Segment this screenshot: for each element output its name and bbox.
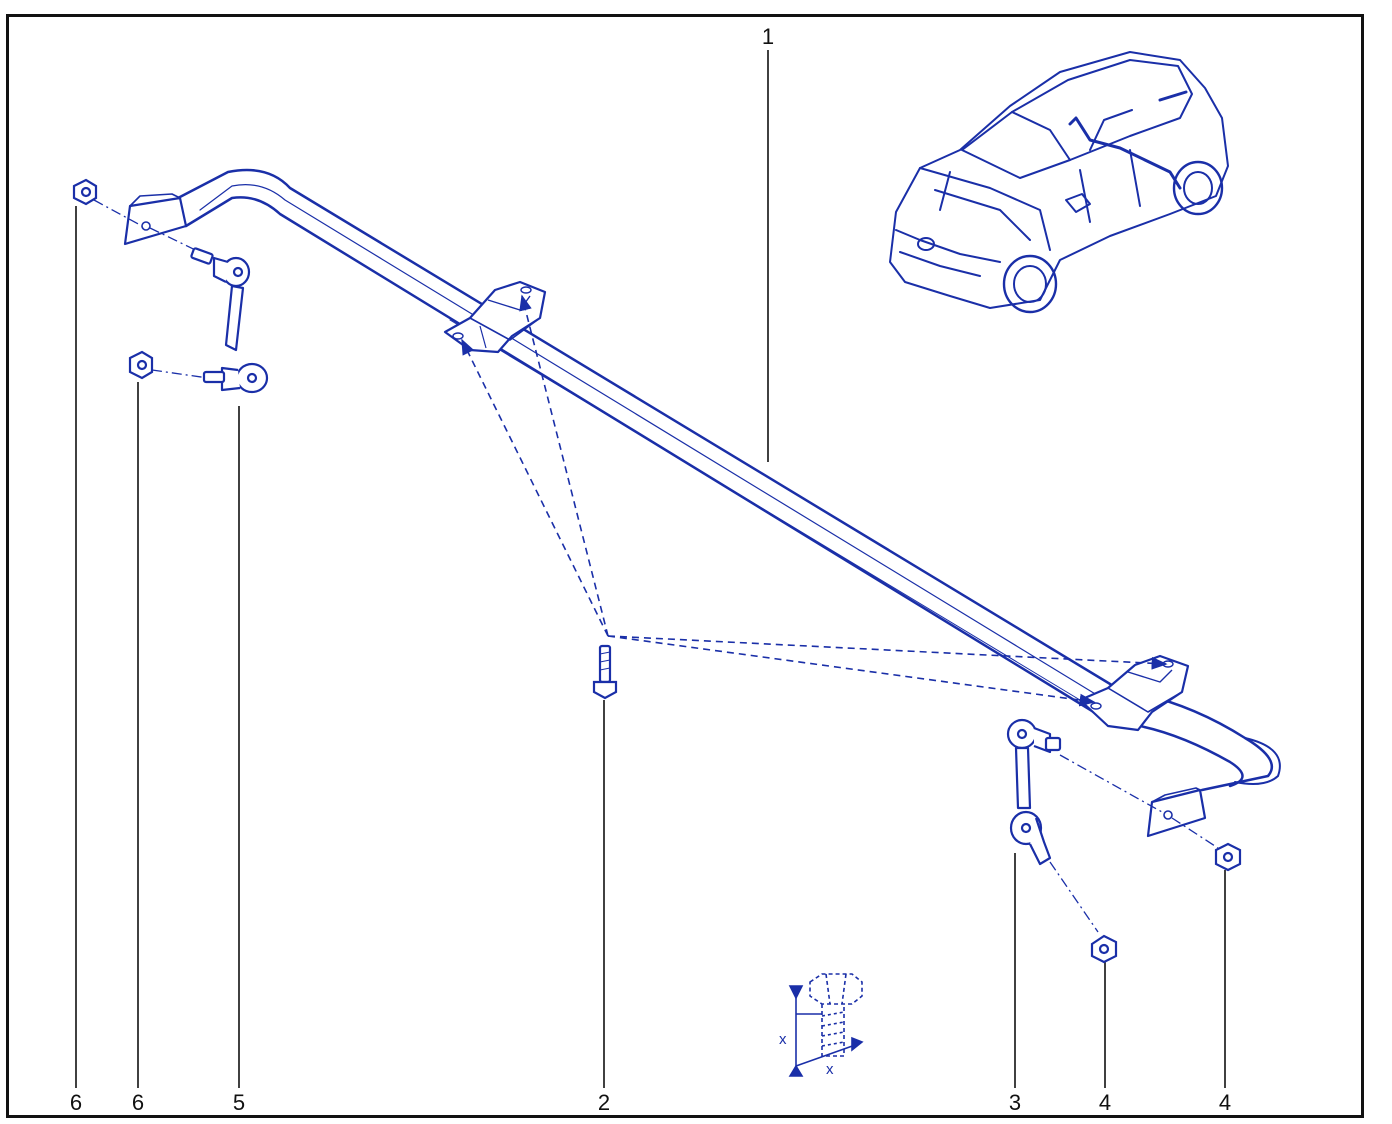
bolt-assembly-lines <box>461 294 1168 707</box>
left-link-rod <box>190 247 269 394</box>
car-location-view <box>889 51 1229 314</box>
bolt-dimension-detail <box>788 973 864 1077</box>
callout-3: 3 <box>1008 1090 1022 1115</box>
dimension-x-horizontal: x <box>826 1061 834 1078</box>
leader-lines <box>75 50 1226 1088</box>
dimension-x-vertical: x <box>779 1031 787 1048</box>
stabilizer-bar <box>123 168 1281 838</box>
right-link-rod <box>1006 718 1062 866</box>
callout-4-left: 4 <box>1098 1090 1112 1115</box>
left-nuts <box>72 178 154 380</box>
diagram-frame <box>6 14 1364 1118</box>
callout-6-right: 6 <box>131 1090 145 1115</box>
callout-2: 2 <box>597 1090 611 1115</box>
nut-6-lower <box>128 350 154 380</box>
callout-5: 5 <box>232 1090 246 1115</box>
callout-6-left: 6 <box>69 1090 83 1115</box>
callout-1: 1 <box>761 24 775 49</box>
right-bushing-clamp <box>1078 654 1190 732</box>
nut-4-left <box>1090 934 1118 964</box>
right-nuts <box>1090 842 1242 964</box>
nut-4-right <box>1214 842 1242 872</box>
left-bushing-clamp <box>443 280 547 354</box>
bolt-2 <box>592 644 618 700</box>
callout-4-right: 4 <box>1218 1090 1232 1115</box>
axis-lines <box>93 199 1219 933</box>
nut-6-upper <box>72 178 98 206</box>
